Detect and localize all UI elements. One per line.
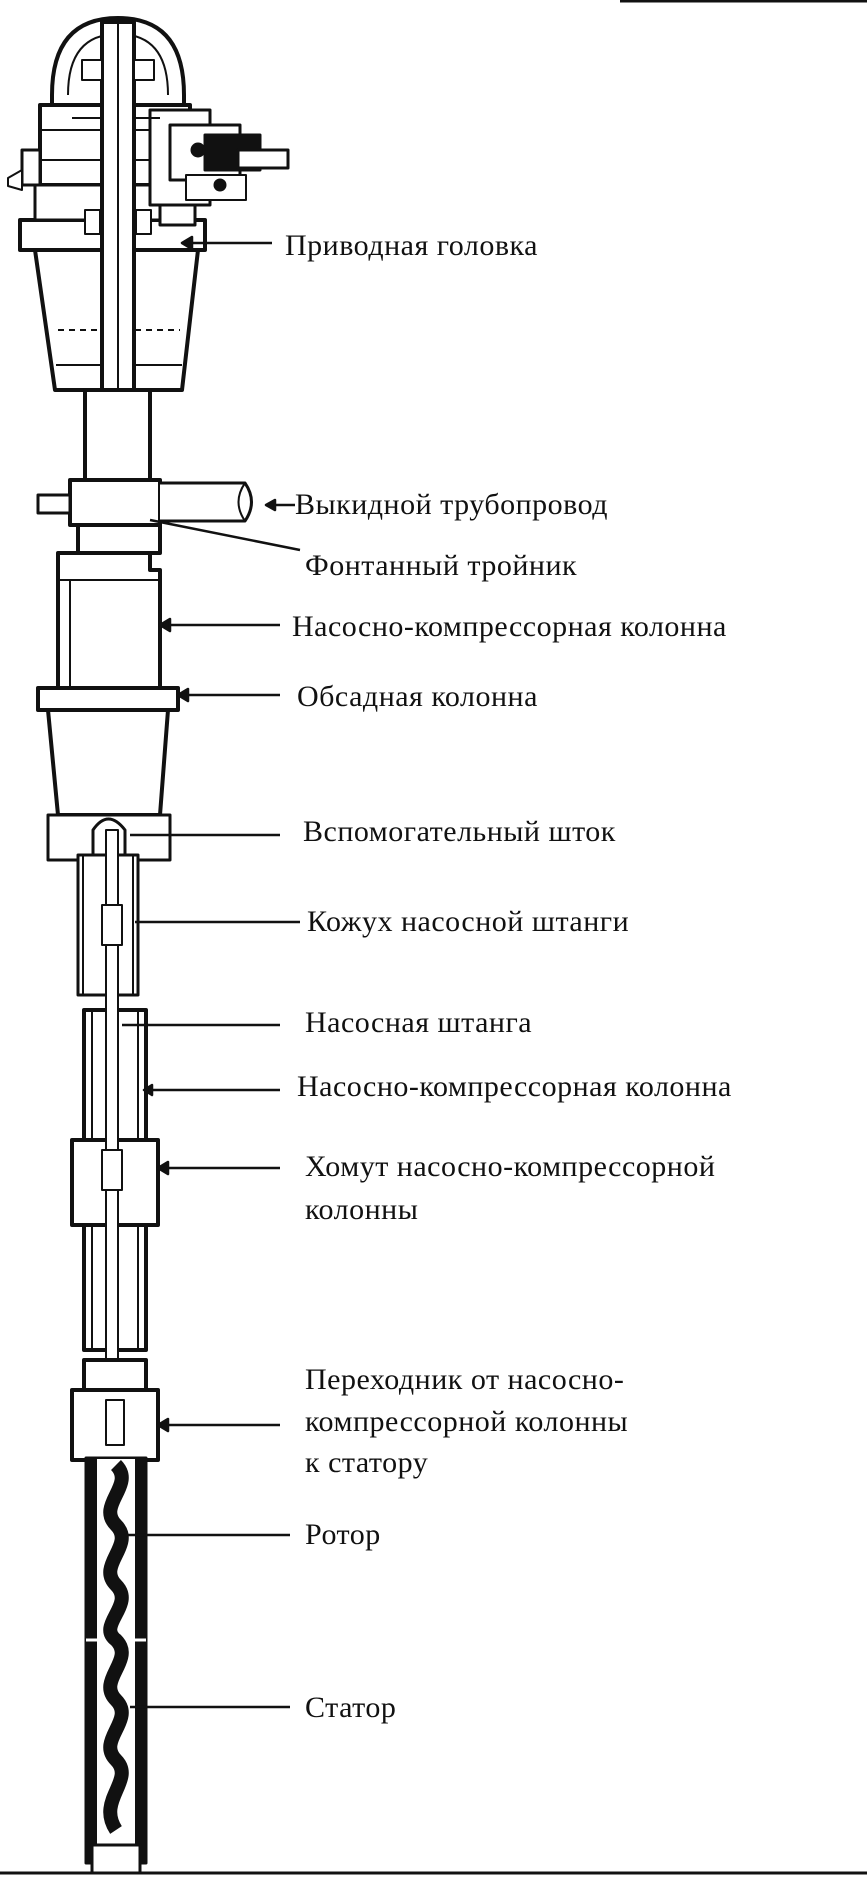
label-sucker-rod: Насосная штанга xyxy=(305,1006,533,1039)
label-adapter-line3: к статору xyxy=(305,1446,429,1479)
label-flow-tee: Фонтанный тройник xyxy=(305,549,578,582)
label-tubing-collar-line1: Хомут насосно-компрессорной xyxy=(305,1150,716,1183)
upper-tubing xyxy=(56,551,162,692)
label-drive-head: Приводная головка xyxy=(285,229,538,262)
drive-head: 11 xyxy=(7,16,290,454)
leader-flow-tee xyxy=(149,518,301,552)
label-adapter-line1: Переходник от насосно- xyxy=(305,1363,625,1396)
label-tubing-lower: Насосно-компрессорная колонна xyxy=(297,1070,732,1103)
casing xyxy=(36,686,180,862)
label-flow-line: Выкидной трубопровод xyxy=(295,488,609,521)
label-casing: Обсадная колонна xyxy=(297,680,538,713)
label-tubing-collar-line2: колонны xyxy=(305,1193,419,1226)
flow-tee xyxy=(36,388,253,555)
label-tubing-upper: Насосно-компрессорная колонна xyxy=(292,610,727,643)
leader-lines xyxy=(122,235,301,1709)
sucker-rod xyxy=(101,829,123,1361)
label-rod-guard: Кожух насосной штанги xyxy=(307,905,630,938)
gearbox-assembly xyxy=(148,108,290,227)
label-stator: Статор xyxy=(305,1691,397,1724)
rotor xyxy=(103,1460,129,1834)
label-adapter-line2: компрессорной колонны xyxy=(305,1405,629,1438)
label-polished-rod: Вспомогательный шток xyxy=(303,815,616,848)
label-rotor: Ротор xyxy=(305,1518,381,1551)
tubing-to-stator-adapter xyxy=(70,1358,160,1462)
